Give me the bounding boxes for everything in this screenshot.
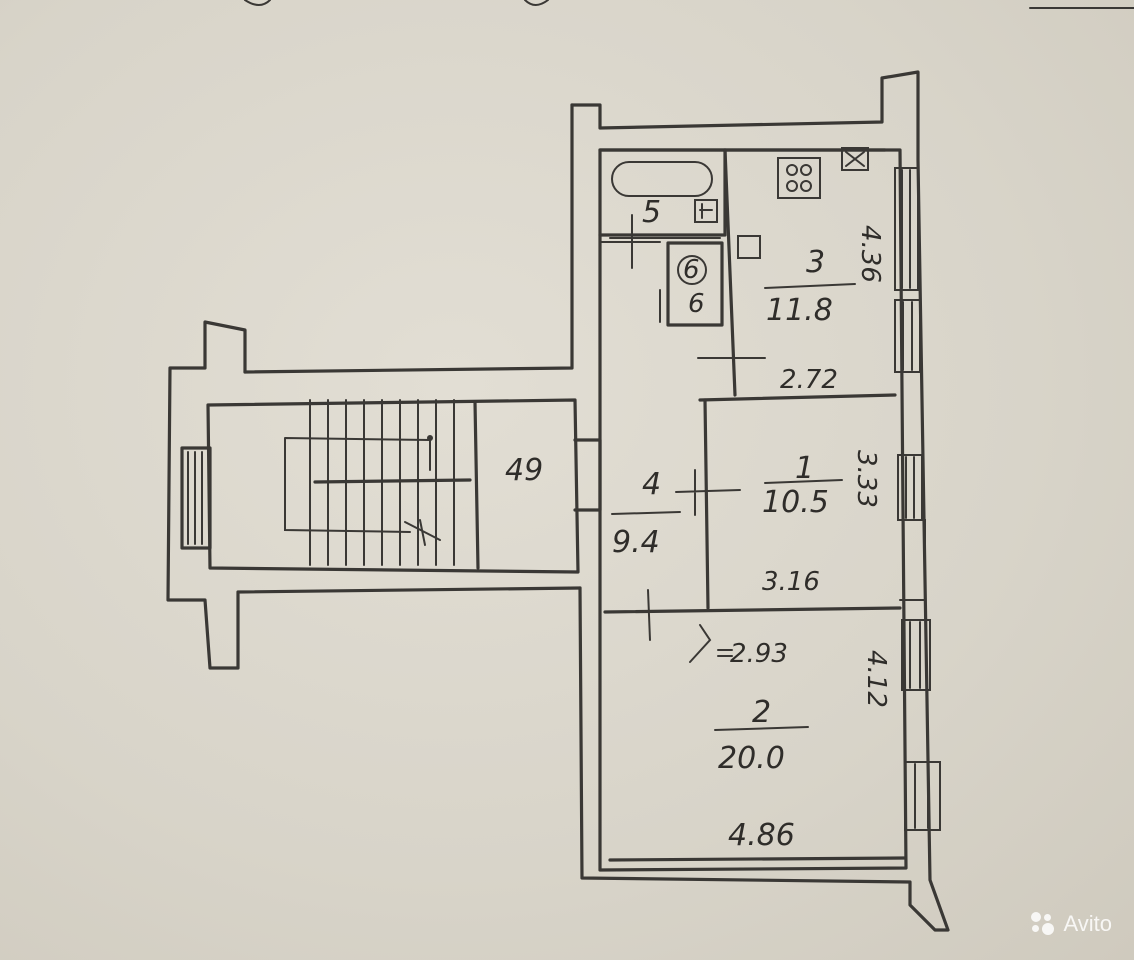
stove-icon: [777, 157, 821, 199]
avito-brand: Avito: [1063, 911, 1112, 936]
room-1-area: 10.5: [762, 485, 829, 520]
room-5-number: 5: [642, 195, 661, 230]
room-6-number: 6: [683, 255, 700, 285]
room-1-number: 1: [795, 451, 814, 486]
door-marks: [631, 214, 766, 663]
fixtures: [611, 147, 869, 285]
boiler-icon: [694, 199, 718, 223]
room-2-length: 4.12: [861, 650, 891, 708]
kitchen-width: 2.72: [780, 365, 838, 395]
staircase-block: [166, 320, 602, 670]
avito-watermark: Avito: [1029, 910, 1112, 938]
apartment-walls: [243, 70, 950, 932]
room-2-top-width: 2.93: [730, 639, 788, 669]
sink-icon: [737, 235, 761, 259]
room-6-number-2: 6: [688, 289, 705, 319]
room-2-width: 4.86: [728, 818, 795, 853]
hall-width: 49: [505, 453, 543, 488]
room-3-area: 11.8: [766, 293, 833, 328]
toilet-icon: [677, 255, 707, 285]
room-1-width: 3.16: [762, 567, 820, 597]
room-3-number: 3: [806, 245, 825, 280]
bathtub-icon: [611, 161, 713, 197]
avito-logo-icon: [1029, 910, 1057, 938]
sink-icon: [841, 147, 869, 171]
room-2-area: 20.0: [718, 741, 785, 776]
room-4-number: 4: [642, 467, 661, 502]
room-1-length: 3.33: [851, 450, 881, 508]
room-4-area: 9.4: [612, 525, 660, 560]
room-2-number: 2: [752, 695, 771, 730]
windows: [894, 167, 941, 831]
kitchen-length: 4.36: [855, 225, 885, 283]
edge-line: [244, 0, 271, 6]
stair-treads: [284, 399, 472, 566]
edge-line: [524, 0, 549, 6]
labels: 5 6 6 3 11.8 4.36 2.72 1 10.5 3.33 3.16 …: [505, 195, 891, 853]
